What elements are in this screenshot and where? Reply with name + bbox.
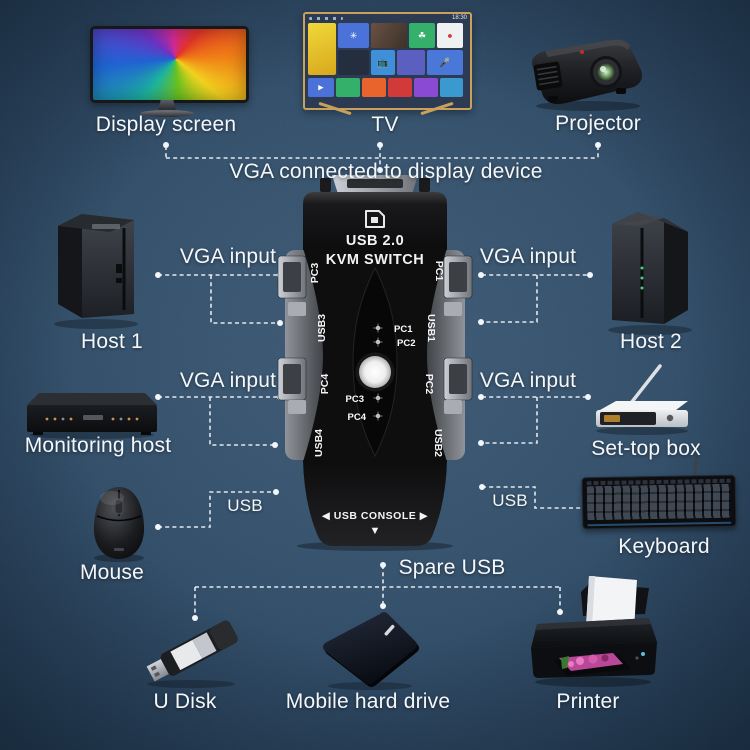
kvm-port-label-usb3: USB3 — [316, 314, 328, 342]
label-u-disk: U Disk — [153, 690, 217, 713]
label-usb-right: USB — [492, 491, 528, 510]
tv-tile-lightblue: 📺 — [371, 50, 395, 75]
tv-tile-blue: ✳ — [338, 23, 369, 48]
label-monitoring-host: Monitoring host — [24, 434, 172, 457]
keyboard-keys — [586, 483, 732, 521]
label-vga-input-bottom-right: VGA input — [479, 369, 577, 392]
tv-tile-dark — [338, 50, 369, 75]
tv-app-tile — [362, 78, 386, 97]
line-vga-tl-branch — [210, 275, 278, 324]
kvm-port-label-usb1: USB1 — [425, 314, 437, 342]
host1-brand — [92, 224, 120, 229]
kvm-select-button — [355, 352, 395, 392]
label-vga-input-top-right: VGA input — [479, 245, 577, 268]
kvm-port-label-usb4: USB4 — [313, 429, 325, 457]
tv-tile-mic: 🎤 — [427, 50, 463, 75]
kvm-console-label: ◀ USB CONSOLE ▶ — [322, 510, 429, 522]
dvr-brand — [83, 415, 103, 420]
printer-power-led — [641, 652, 645, 656]
projector-vent — [533, 61, 563, 91]
keyboard-glow — [587, 521, 732, 527]
stb-display — [604, 415, 620, 422]
line-vga-bl-branch — [209, 397, 273, 446]
tv-tile-indigo — [397, 50, 425, 75]
label-usb-left: USB — [227, 496, 263, 515]
projector-led — [580, 50, 584, 54]
mobile-hard-drive-device — [323, 612, 419, 690]
label-host1: Host 1 — [81, 330, 143, 353]
projector-device — [531, 39, 643, 111]
tv-device: 18:30 ✳ ☘ ● 📺 🎤 ▶ — [303, 12, 472, 110]
label-vga-input-bottom-left: VGA input — [179, 369, 277, 392]
label-printer: Printer — [556, 690, 620, 713]
label-projector: Projector — [555, 112, 641, 135]
tv-tile-yellow — [308, 23, 336, 75]
kvm-port-label-pc2: PC2 — [423, 374, 435, 395]
label-mouse: Mouse — [79, 561, 145, 584]
tv-clock: 18:30 — [451, 15, 467, 21]
tv-tile-green: ☘ — [409, 23, 435, 48]
kvm-port-label-pc1: PC1 — [433, 261, 445, 282]
label-mobile-hard-drive: Mobile hard drive — [285, 690, 451, 713]
tv-app-tile — [336, 78, 360, 97]
host1-device — [54, 214, 138, 329]
kvm-led-label-pc1: PC1 — [394, 324, 413, 335]
tv-app-tile — [388, 78, 412, 97]
kvm-port-label-usb2: USB2 — [432, 429, 444, 457]
u-disk-device — [146, 620, 238, 688]
tv-statusbar-icons — [309, 17, 343, 20]
label-set-top-box: Set-top box — [591, 437, 701, 460]
display-screen-device — [90, 26, 249, 103]
tv-tile-white: ● — [437, 23, 463, 48]
tv-app-tile — [414, 78, 438, 97]
label-spare-usb: Spare USB — [398, 556, 506, 579]
kvm-led-label-pc3: PC3 — [346, 394, 364, 405]
host2-device — [608, 212, 692, 335]
kvm-model-line1: USB 2.0 — [346, 233, 404, 249]
hdd-body — [323, 612, 417, 684]
kvm-led-label-pc2: PC2 — [397, 338, 415, 349]
tv-app-tile — [440, 78, 463, 97]
label-tv: TV — [371, 113, 399, 136]
kvm-port-label-pc3: PC3 — [309, 263, 321, 284]
kvm-switch-device: USB 2.0 KVM SWITCH PC1 PC2 PC3 PC4 PC3 U… — [277, 175, 473, 551]
kvm-led-label-pc4: PC4 — [348, 412, 367, 423]
projector-lens — [590, 56, 622, 88]
label-keyboard: Keyboard — [618, 535, 710, 558]
printer-device — [531, 576, 657, 687]
label-vga-input-top-left: VGA input — [179, 245, 277, 268]
label-host2: Host 2 — [620, 330, 682, 353]
tv-app-tile: ▶ — [308, 78, 334, 97]
keyboard-device — [581, 474, 737, 530]
label-vga-display: VGA connected to display device — [229, 160, 543, 183]
line-vga-br-branch — [482, 397, 538, 444]
line-vga-tr-branch — [482, 275, 538, 323]
set-top-box-device — [596, 364, 688, 435]
tv-tile-photo — [371, 23, 407, 48]
kvm-model-line2: KVM SWITCH — [326, 252, 424, 268]
mouse-device — [93, 487, 145, 562]
kvm-console-arrow: ▼ — [370, 525, 381, 537]
kvm-port-label-pc4: PC4 — [319, 374, 331, 395]
monitoring-host-device — [27, 393, 157, 439]
label-display-screen: Display screen — [95, 113, 237, 136]
stb-button — [666, 414, 674, 422]
